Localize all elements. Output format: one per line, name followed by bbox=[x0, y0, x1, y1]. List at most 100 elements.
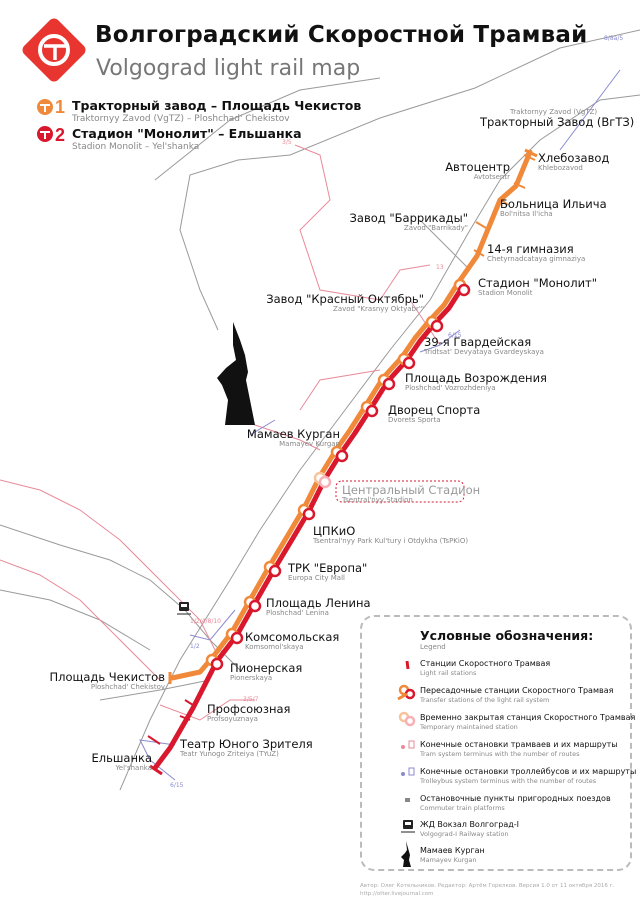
station-ru: Дворец Спорта bbox=[388, 403, 481, 417]
railway-station-icon bbox=[177, 602, 191, 615]
station-ru: Ельшанка bbox=[91, 751, 152, 765]
route-2-name-en: Stadion Monolit – Yel'shanka bbox=[72, 142, 200, 152]
station-khlebozavod[interactable]: Хлебозавод Khlebozavod bbox=[538, 152, 609, 172]
station-pionerskaya[interactable]: Пионерская Pionerskaya bbox=[230, 662, 302, 682]
station-ploshchad-chekistov[interactable]: Площадь Чекистов Ploshchad' Chekistov bbox=[40, 671, 165, 691]
station-tick-icon bbox=[405, 660, 410, 670]
station-ru: Профсоюзная bbox=[207, 702, 291, 716]
legend-title: Условные обозначения: bbox=[420, 628, 594, 643]
transfer-stations bbox=[205, 278, 471, 671]
station-14-gimnaziya[interactable]: 14-я гимназия Chetyrnadcataya gimnaziya bbox=[487, 243, 585, 263]
station-en: Yel'shanka bbox=[115, 764, 152, 772]
legend-item-stations: Станции Скоростного Трамвая Light rail s… bbox=[420, 659, 550, 677]
station-tick bbox=[475, 221, 487, 229]
station-ru: ЦПКиО bbox=[313, 524, 356, 538]
transfer-station bbox=[263, 560, 282, 578]
station-en: Ploshchad' Chekistov bbox=[90, 683, 165, 691]
station-en: Komsomol'skaya bbox=[245, 643, 304, 651]
station-traktornyy-zavod[interactable]: Traktornyy Zavod (VgTZ) Тракторный Завод… bbox=[480, 108, 634, 128]
station-en: Teatr Yunogo Zriteiya (TYuZ) bbox=[180, 750, 279, 758]
route-2-badge-icon: 2 bbox=[37, 125, 65, 145]
station-en: Ploshchad' Lenina bbox=[266, 609, 329, 617]
station-en: Profsoyuznaya bbox=[207, 715, 258, 723]
transfer-station bbox=[360, 400, 379, 418]
station-39-gvardeyskaya[interactable]: 39-я Гвардейская Tridtsat' Devyataya Gva… bbox=[424, 336, 544, 356]
transfer-station bbox=[225, 627, 244, 645]
legend-item-en: Temporary maintained station bbox=[420, 723, 518, 731]
station-yelshanka[interactable]: Ельшанка Yel'shanka bbox=[80, 752, 152, 772]
tram-terminus-tag: 3/5 bbox=[282, 139, 292, 146]
train-platform-icon bbox=[405, 798, 410, 802]
station-ploshchad-lenina[interactable]: Площадь Ленина Ploshchad' Lenina bbox=[266, 597, 371, 617]
bus-terminus-tag: 6/15 bbox=[170, 782, 184, 789]
station-profsoyuznaya[interactable]: Профсоюзная Profsoyuznaya bbox=[207, 703, 290, 723]
legend-item-en: Commuter train platforms bbox=[420, 804, 505, 812]
page-title: Волгоградский Скоростной Трамвай bbox=[95, 22, 588, 48]
credit-text: Автор: Олег Котельников. Редактор: Артём… bbox=[360, 883, 615, 897]
station-dvorets-sporta[interactable]: Дворец Спорта Dvorets Sporta bbox=[388, 404, 480, 424]
legend-item-en: Trolleybus system terminus with the numb… bbox=[420, 777, 597, 785]
legend-item-ru: Станции Скоростного Трамвая bbox=[420, 659, 551, 668]
station-tick bbox=[523, 154, 536, 161]
station-mamayev-kurgan[interactable]: Мамаев Курган Mamayev Kurgan bbox=[240, 428, 340, 448]
legend-item-railway-station: ЖД Вокзал Волгоград-I Volgograd-I Railwa… bbox=[420, 820, 519, 838]
transfer-station bbox=[377, 373, 396, 391]
legend-item-ru: Временно закрытая станция Скоростного Тр… bbox=[420, 713, 636, 722]
station-trk-evropa[interactable]: ТРК "Европа" Europa City Mall bbox=[288, 562, 367, 582]
station-zavod-krasnyy-oktyabr[interactable]: Завод "Красный Октябрь" Zavod "Krasnyy O… bbox=[262, 293, 424, 313]
bus-terminus-tag: 1/2 bbox=[190, 643, 200, 650]
tram-terminus-icon bbox=[401, 740, 415, 749]
station-ru: Площадь Возрождения bbox=[405, 371, 547, 385]
station-ru: Пионерская bbox=[230, 661, 303, 675]
station-stadion-monolit[interactable]: Стадион "Монолит" Stadion Monolit bbox=[478, 277, 597, 297]
route-1-name-en: Traktornyy Zavod (VgTZ) – Ploshchad' Che… bbox=[72, 114, 290, 124]
bus-terminus-tag: 6/15 bbox=[448, 332, 462, 339]
legend-item-en: Mamayev Kurgan bbox=[420, 856, 477, 864]
station-en: Dvorets Sporta bbox=[388, 416, 441, 424]
station-en: Europa City Mall bbox=[288, 574, 345, 582]
station-en: Tsentral'nyy Park Kul'tury i Otdykha (Ts… bbox=[313, 537, 469, 545]
legend-icons bbox=[397, 660, 416, 867]
station-komsomolskaya[interactable]: Комсомольская Komsomol'skaya bbox=[245, 631, 339, 651]
station-en: Khlebozavod bbox=[538, 164, 583, 172]
page-subtitle: Volgograd light rail map bbox=[96, 56, 361, 81]
station-avtotsentr[interactable]: Автоцентр Avtotsentr bbox=[440, 161, 510, 181]
statue-icon bbox=[401, 841, 411, 867]
route-1-name: Тракторный завод – Площадь Чекистов bbox=[72, 98, 362, 113]
legend-item-ru: Остановочные пункты пригородных поездов bbox=[420, 794, 611, 803]
legend-item-ru: Конечные остановки троллейбусов и их мар… bbox=[420, 767, 637, 776]
station-zavod-barrikady[interactable]: Завод "Баррикады" Zavod "Barrikady" bbox=[340, 212, 468, 232]
station-tick bbox=[498, 197, 509, 206]
legend-item-ru: ЖД Вокзал Волгоград-I bbox=[420, 820, 519, 829]
station-ru: 14-я гимназия bbox=[487, 242, 574, 256]
railway-station-icon bbox=[401, 820, 415, 833]
station-en: Avtotsentr bbox=[473, 173, 510, 181]
transfer-station bbox=[297, 503, 316, 521]
station-tyuz[interactable]: Театр Юного Зрителя Teatr Yunogo Zriteiy… bbox=[180, 738, 313, 758]
transfer-station bbox=[425, 315, 444, 333]
station-tick bbox=[513, 182, 526, 189]
station-ru: Хлебозавод bbox=[538, 151, 610, 165]
station-ru: Стадион "Монолит" bbox=[478, 276, 598, 290]
transfer-station bbox=[397, 352, 416, 370]
terminus-cap bbox=[149, 764, 163, 776]
station-en: Chetyrnadcataya gimnaziya bbox=[487, 255, 586, 263]
station-bolnitsa-ilicha[interactable]: Больница Ильича Bol'nitsa Il'icha bbox=[500, 198, 607, 218]
legend-item-tram: Конечные остановки трамваев и их маршрут… bbox=[420, 740, 618, 758]
station-tick bbox=[179, 715, 191, 721]
closed-station-icon bbox=[398, 711, 416, 727]
transfer-station bbox=[330, 445, 349, 463]
station-en: Ploshchad' Vozrozhdeniya bbox=[405, 384, 496, 392]
legend-item-ru: Мамаев Курган bbox=[420, 846, 485, 855]
station-tspkio[interactable]: ЦПКиО Tsentral'nyy Park Kul'tury i Otdyk… bbox=[313, 525, 468, 545]
station-ru: Тракторный Завод (ВгТЗ) bbox=[480, 115, 635, 129]
legend-item-kurgan: Мамаев Курган Mamayev Kurgan bbox=[420, 846, 485, 864]
station-tick bbox=[147, 735, 161, 745]
station-ru: Больница Ильича bbox=[500, 197, 607, 211]
station-ru: 39-я Гвардейская bbox=[424, 335, 532, 349]
transfer-station-icon bbox=[397, 684, 416, 701]
station-tsentralnyy-stadion[interactable]: Центральный Стадион Tsentral'nyy Stadion bbox=[342, 484, 480, 504]
station-ploshchad-vozrozhdeniya[interactable]: Площадь Возрождения Ploshchad' Vozrozhde… bbox=[405, 372, 547, 392]
station-ru: ТРК "Европа" bbox=[288, 561, 368, 575]
